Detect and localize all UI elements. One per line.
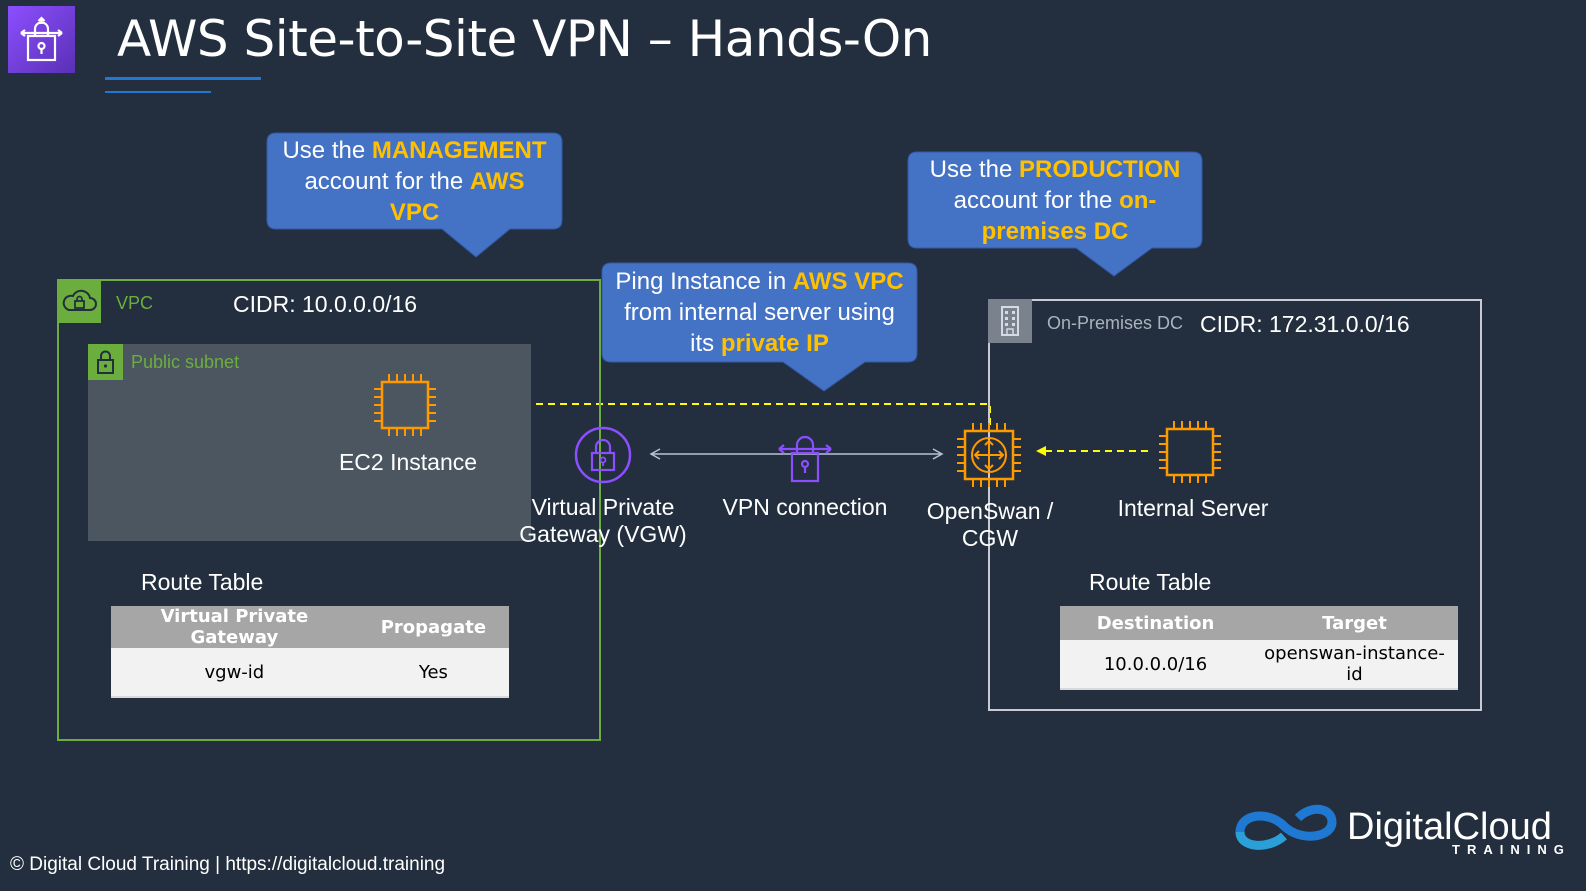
vpn-service-logo xyxy=(8,6,75,73)
cgw-router-icon xyxy=(957,423,1021,487)
table-cell: Yes xyxy=(357,648,509,698)
internal-server-chip-icon xyxy=(1159,421,1221,483)
table-header-row: Destination Target xyxy=(1060,606,1458,640)
digitalcloud-logo-icon xyxy=(1235,804,1337,850)
page-title: AWS Site-to-Site VPN – Hands-On xyxy=(117,10,932,68)
vpc-route-table: Virtual Private Gateway Propagate vgw-id… xyxy=(111,606,509,698)
table-cell: vgw-id xyxy=(111,648,358,698)
vpn-lock-icon xyxy=(20,16,63,62)
public-subnet xyxy=(88,344,531,541)
vpc-label: VPC xyxy=(116,293,154,313)
callout-production: Use the PRODUCTION account for the on- p… xyxy=(929,156,1181,245)
vgw-label: Virtual Private Gateway (VGW) xyxy=(519,494,687,547)
title-underline xyxy=(105,77,261,80)
brand-subtitle: TRAINING xyxy=(1452,842,1571,857)
cloud-icon xyxy=(62,289,97,311)
padlock-icon xyxy=(97,350,114,374)
callout-management-shape xyxy=(266,132,563,258)
ping-flow-arrows xyxy=(448,403,1148,452)
vpc-cidr: CIDR: 10.0.0.0/16 xyxy=(233,291,418,317)
vpc-route-table-title: Route Table xyxy=(141,569,264,595)
internal-server-label: Internal Server xyxy=(1117,495,1269,521)
title-underline-secondary xyxy=(105,91,211,93)
onprem-label: On-Premises DC xyxy=(1047,313,1184,333)
subnet-label: Public subnet xyxy=(131,352,240,372)
ping-flow-arrowhead-cgw xyxy=(1036,446,1046,456)
table-header-row: Virtual Private Gateway Propagate xyxy=(111,606,509,648)
table-row: vgw-id Yes xyxy=(111,648,509,698)
vpn-connection-icon xyxy=(778,435,832,483)
onprem-cidr: CIDR: 172.31.0.0/16 xyxy=(1200,311,1410,337)
onprem-route-table: Destination Target 10.0.0.0/16 openswan-… xyxy=(1060,606,1458,690)
cgw-label: OpenSwan / CGW xyxy=(926,498,1054,551)
vpc-group xyxy=(57,279,601,741)
subnet-badge xyxy=(88,344,123,380)
table-cell: 10.0.0.0/16 xyxy=(1060,640,1252,690)
ec2-label: EC2 Instance xyxy=(338,449,478,475)
ec2-chip-icon xyxy=(374,374,436,436)
table-header: Target xyxy=(1251,606,1458,640)
callout-management: Use the MANAGEMENT account for the AWS V… xyxy=(282,137,547,226)
callout-ping: Ping Instance in AWS VPC from internal s… xyxy=(615,268,904,357)
onprem-route-table-title: Route Table xyxy=(1089,569,1212,595)
vpc-badge xyxy=(57,279,101,323)
callout-production-shape xyxy=(907,151,1203,277)
table-header: Virtual Private Gateway xyxy=(111,606,358,648)
callout-ping-shape xyxy=(601,262,918,392)
table-row: 10.0.0.0/16 openswan-instance-id xyxy=(1060,640,1458,690)
onprem-badge xyxy=(988,299,1032,343)
table-header: Propagate xyxy=(357,606,509,648)
vgw-icon xyxy=(574,426,632,484)
building-icon xyxy=(1001,306,1019,336)
brand-name: DigitalCloud xyxy=(1347,806,1552,848)
onprem-group xyxy=(988,299,1482,711)
footer-copyright: © Digital Cloud Training | https://digit… xyxy=(10,854,446,875)
vpn-connection-label: VPN connection xyxy=(722,494,888,520)
table-header: Destination xyxy=(1060,606,1252,640)
table-cell: openswan-instance-id xyxy=(1251,640,1458,690)
